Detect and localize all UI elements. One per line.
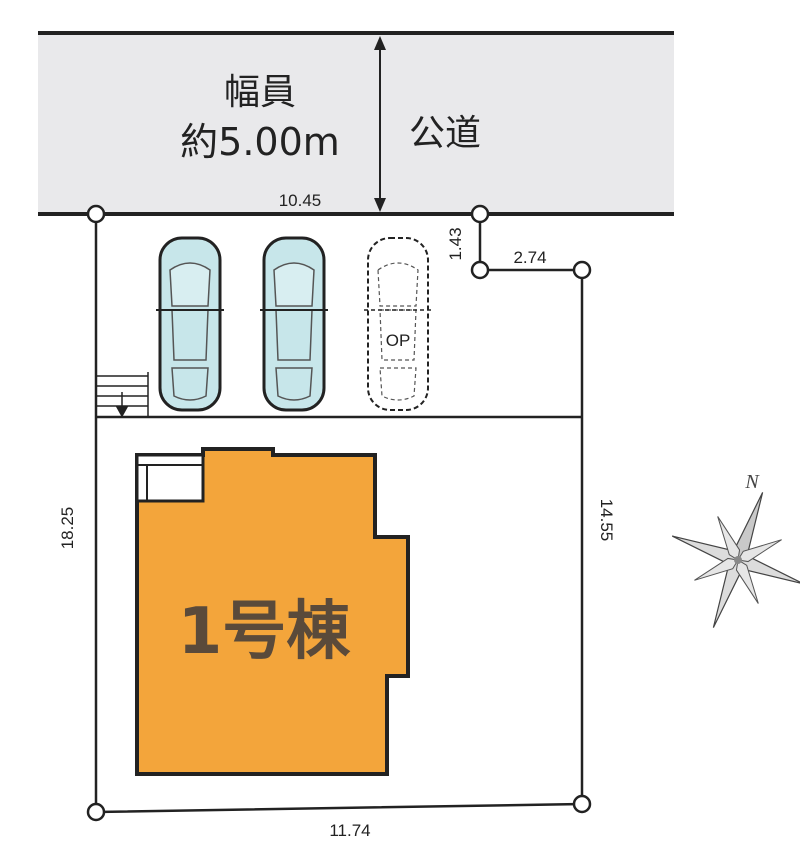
road-type-label: 公道: [409, 113, 481, 154]
boundary-marker: [572, 794, 592, 814]
compass-north-label: N: [744, 471, 760, 493]
building-1: [135, 447, 410, 776]
left-side-dimension: 18.25: [58, 507, 77, 550]
public-road: [38, 33, 674, 214]
offset-width-dimension: 2.74: [513, 248, 546, 267]
right-side-dimension: 14.55: [597, 499, 616, 542]
road-width-label-2: 約5.00m: [180, 120, 340, 164]
boundary-marker: [470, 204, 490, 224]
boundary-marker: [572, 260, 592, 280]
boundary-marker: [470, 260, 490, 280]
offset-depth-dimension: 1.43: [446, 227, 465, 260]
frontage-dimension: 10.45: [279, 191, 322, 210]
road-width-label-1: 幅員: [224, 72, 296, 113]
boundary-marker: [86, 204, 106, 224]
parking-car-1: [156, 236, 224, 412]
building-label: 1号棟: [178, 595, 352, 669]
road-width-arrow: [374, 36, 386, 212]
boundary-marker: [86, 802, 106, 822]
parking-car-optional: [364, 237, 432, 411]
optional-parking-label: OP: [386, 331, 411, 350]
boundary-markers: [86, 204, 592, 822]
rear-dimension: 11.74: [329, 821, 370, 840]
parking-car-2: [260, 236, 328, 412]
entrance-steps: [96, 372, 149, 418]
compass-icon: [671, 492, 800, 628]
